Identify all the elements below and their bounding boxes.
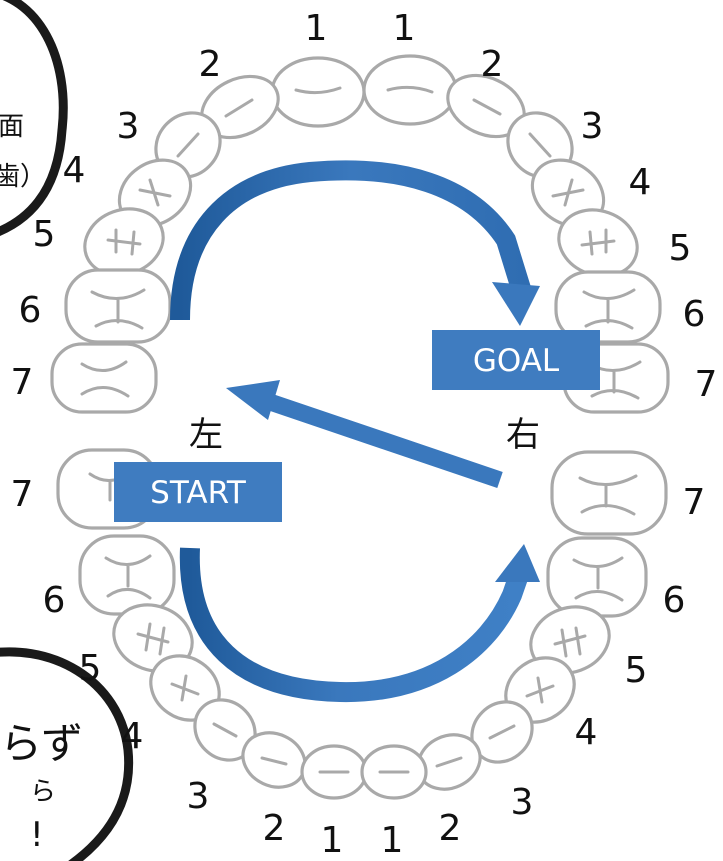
number-lower-right-6: 6 — [663, 580, 686, 621]
upper-right-numbers: 1 2 3 4 5 6 7 — [393, 8, 718, 405]
number-lower-left-6: 6 — [43, 580, 66, 621]
number-upper-right-5: 5 — [669, 228, 692, 269]
number-upper-right-7: 7 — [695, 364, 718, 405]
bubble-top-line-1: 面 — [0, 112, 24, 142]
upper-arch — [50, 54, 670, 414]
start-tag: START — [114, 462, 282, 522]
number-lower-right-1: 1 — [381, 820, 404, 861]
bubble-bottom-line-1: らず — [0, 719, 83, 768]
tooth-lower-right-7 — [550, 450, 668, 536]
tooth-lower-left-6 — [78, 534, 176, 616]
lower-arch — [56, 448, 668, 800]
number-lower-left-5: 5 — [79, 648, 102, 689]
tooth-upper-right-6 — [554, 270, 662, 344]
speech-bubble-top: 面 歯） — [0, 0, 68, 236]
number-upper-right-3: 3 — [581, 106, 604, 147]
tooth-upper-left-1 — [270, 56, 366, 128]
number-lower-left-7: 7 — [11, 474, 34, 515]
number-lower-right-5: 5 — [625, 650, 648, 691]
number-upper-left-7: 7 — [11, 362, 34, 403]
number-lower-left-4: 4 — [121, 716, 144, 757]
tooth-upper-left-7 — [50, 342, 158, 414]
number-upper-right-4: 4 — [629, 162, 652, 203]
number-lower-right-3: 3 — [511, 782, 534, 823]
number-lower-right-7: 7 — [683, 482, 706, 523]
tooth-upper-left-6 — [64, 268, 172, 344]
start-label: START — [150, 475, 247, 511]
number-upper-left-4: 4 — [63, 150, 86, 191]
goal-label: GOAL — [473, 343, 560, 379]
tooth-upper-right-1 — [362, 54, 458, 126]
tooth-lower-right-6 — [546, 536, 648, 618]
arrow-upper-arc — [170, 160, 540, 326]
goal-tag: GOAL — [432, 330, 600, 390]
number-upper-left-6: 6 — [19, 290, 42, 331]
number-upper-left-3: 3 — [117, 106, 140, 147]
bubble-top-line-2: 歯） — [0, 162, 46, 192]
number-lower-right-2: 2 — [439, 808, 462, 849]
number-lower-left-1: 1 — [321, 820, 344, 861]
bubble-bottom-line-3: ! — [30, 815, 44, 855]
right-side-label: 右 — [506, 415, 540, 455]
number-lower-left-2: 2 — [263, 808, 286, 849]
tooth-lower-right-1 — [360, 744, 428, 800]
arrow-lower-arc — [179, 544, 540, 703]
number-upper-left-5: 5 — [33, 214, 56, 255]
tooth-upper-right-2 — [446, 73, 526, 139]
number-upper-left-1: 1 — [305, 8, 328, 49]
upper-left-numbers: 1 2 3 4 5 6 7 — [11, 8, 328, 403]
bubble-bottom-line-2: ら — [30, 777, 56, 807]
number-upper-right-2: 2 — [481, 44, 504, 85]
number-lower-left-3: 3 — [187, 776, 210, 817]
number-upper-left-2: 2 — [199, 44, 222, 85]
number-upper-right-6: 6 — [683, 294, 706, 335]
arrow-diagonal — [226, 380, 503, 489]
lower-left-numbers: 7 6 5 4 3 2 1 — [11, 474, 344, 861]
tooth-lower-right-2 — [416, 733, 482, 791]
number-lower-right-4: 4 — [575, 712, 598, 753]
lower-right-numbers: 7 6 5 4 3 2 1 — [381, 482, 706, 861]
tooth-lower-right-5 — [529, 605, 611, 675]
number-upper-right-1: 1 — [393, 8, 416, 49]
speech-bubble-bottom: らず ら ! — [0, 647, 134, 861]
tooth-lower-left-1 — [300, 744, 368, 800]
tooth-lower-left-5 — [112, 603, 194, 673]
left-side-label: 左 — [189, 415, 223, 455]
